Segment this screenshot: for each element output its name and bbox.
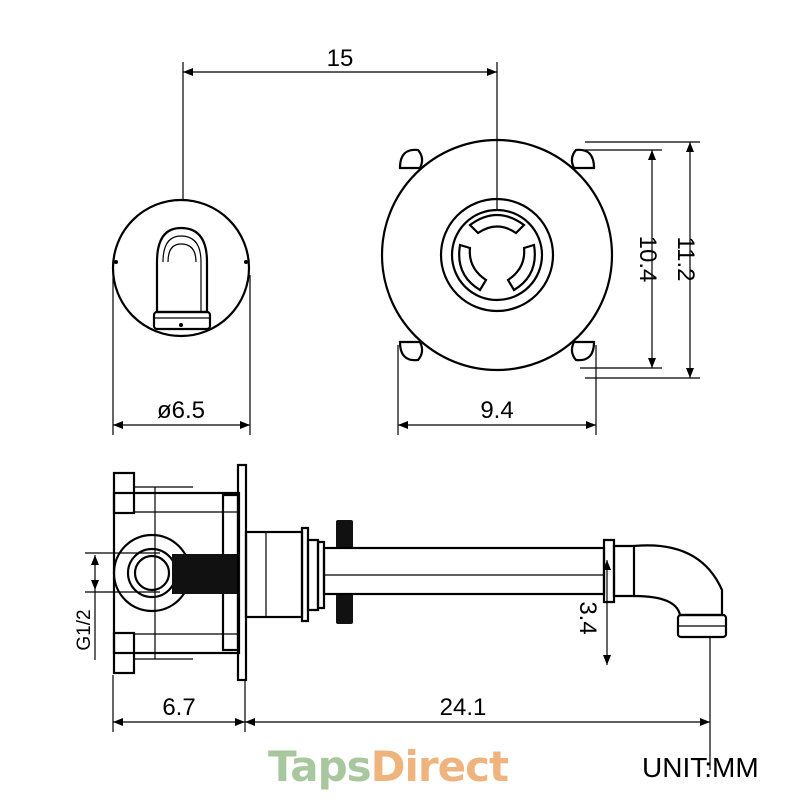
dimension-outer-height-label: 11.2 xyxy=(672,237,699,282)
dimension-bottom: 6.7 24.1 xyxy=(112,637,711,770)
dimension-body-depth-label: 6.7 xyxy=(162,694,195,721)
dimension-inner-height-label: 10.4 xyxy=(634,236,661,283)
dimension-spout-plate-diameter-label: ø6.5 xyxy=(157,397,205,424)
dimension-handle-heights: 10.4 11.2 xyxy=(580,141,700,379)
dimension-spout-length-label: 24.1 xyxy=(440,694,487,721)
logo-part-direct: Direct xyxy=(370,742,509,791)
spout-front-view xyxy=(111,198,251,338)
dimension-thread-label: G1/2 xyxy=(74,609,95,650)
dimension-spacing-label: 15 xyxy=(327,45,354,72)
dimension-thread: G1/2 xyxy=(74,552,160,660)
side-view xyxy=(112,463,728,682)
dimension-spout-drop-label: 3.4 xyxy=(574,601,601,634)
dimension-spout-drop: 3.4 xyxy=(574,560,611,665)
handle-front-view xyxy=(380,138,614,372)
taps-direct-logo: TapsDirect xyxy=(268,742,509,791)
dimension-spout-plate-diameter: ø6.5 xyxy=(112,275,251,435)
dimension-spacing: 15 xyxy=(182,45,498,210)
dimension-handle-width-label: 9.4 xyxy=(480,397,513,424)
unit-label: UNIT:MM xyxy=(642,752,759,783)
dimension-handle-width: 9.4 xyxy=(397,345,597,435)
logo-part-taps: Taps xyxy=(268,742,372,791)
